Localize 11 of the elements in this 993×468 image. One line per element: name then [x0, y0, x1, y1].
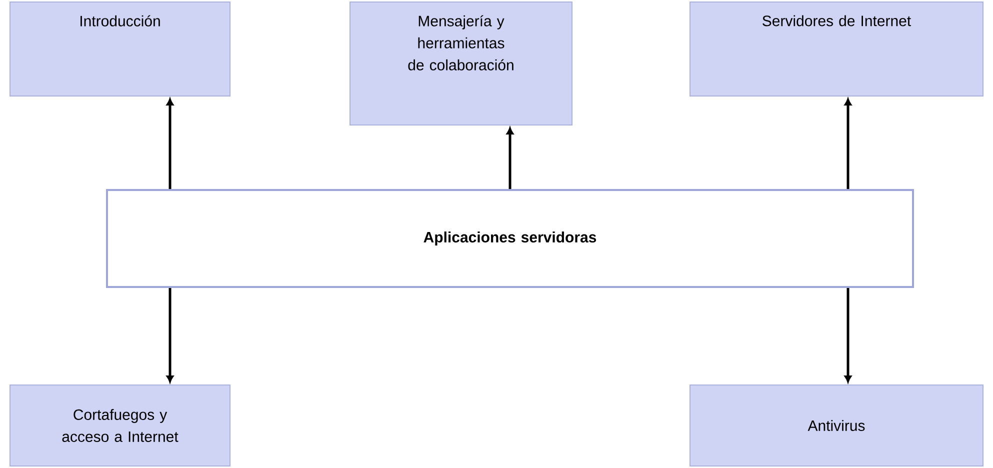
arrow	[166, 288, 174, 383]
arrow	[844, 288, 852, 383]
topic-box: Antivirus	[690, 384, 984, 466]
topic-box: Introducción	[10, 2, 230, 96]
arrow	[506, 127, 514, 189]
topic-box: Cortafuegos y acceso a Internet	[10, 384, 230, 466]
topic-box: Servidores de Internet	[690, 2, 984, 96]
process-box: Aplicaciones servidoras	[106, 189, 914, 288]
arrow	[844, 98, 852, 189]
topic-box: Mensajería y herramientas de colaboración	[350, 2, 572, 126]
arrow	[166, 98, 174, 189]
